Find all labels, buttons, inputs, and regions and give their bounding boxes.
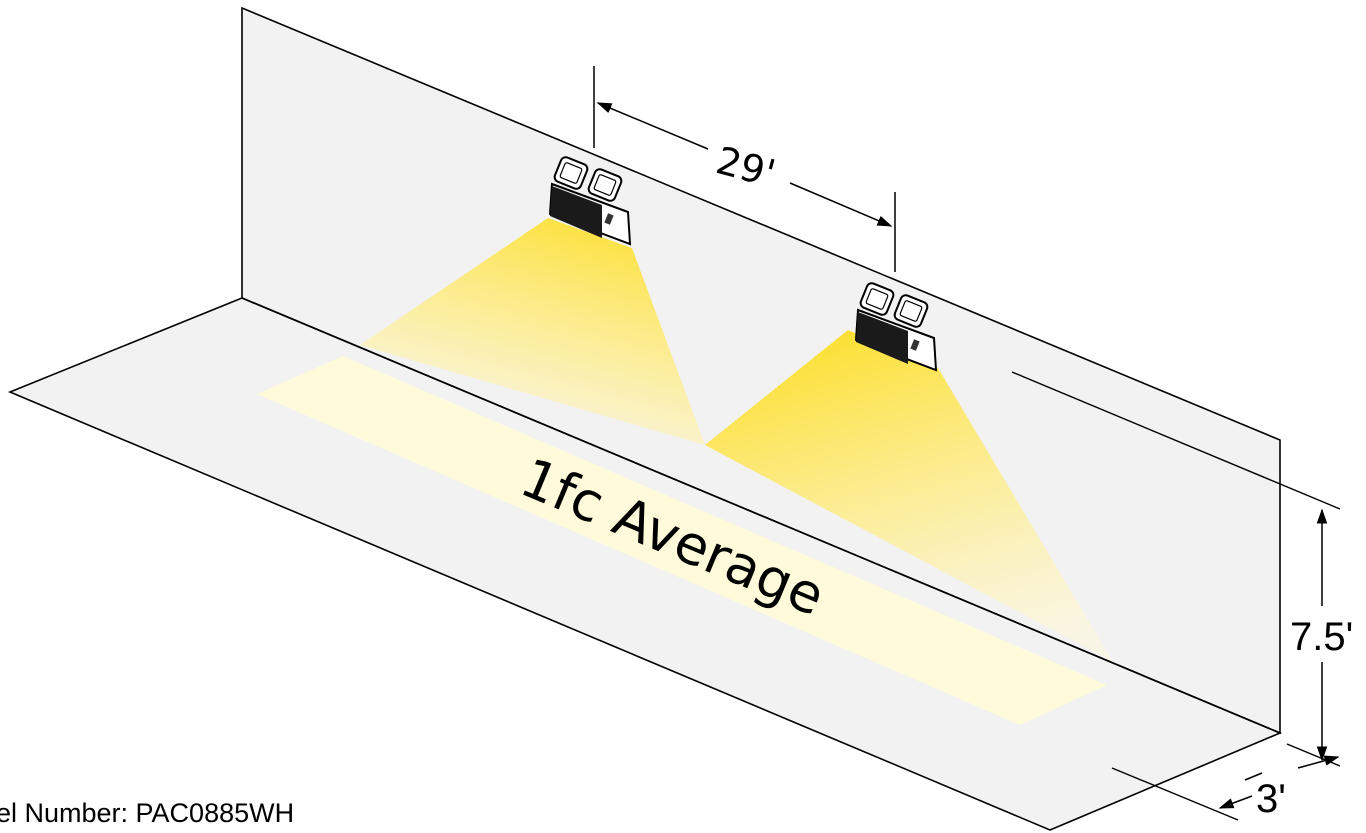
height-dimension-label: 7.5' bbox=[1290, 615, 1353, 659]
model-number-caption: el Number: PAC0885WH bbox=[0, 798, 294, 828]
emergency-light-fixture-left bbox=[548, 156, 632, 246]
fixture-indicator bbox=[604, 213, 614, 225]
fixture-grille bbox=[550, 186, 602, 238]
height-dimension: 7.5' bbox=[1011, 371, 1353, 767]
emergency-light-fixture-right bbox=[854, 282, 938, 372]
lamp-head-icon bbox=[859, 282, 929, 328]
fixture-grille bbox=[856, 312, 908, 364]
floor-illuminated-area bbox=[257, 356, 1107, 725]
fixture-indicator bbox=[910, 339, 920, 351]
lamp-head-icon bbox=[553, 156, 623, 202]
width-dimension-label: 3' bbox=[1256, 777, 1286, 821]
light-beam-left bbox=[360, 218, 705, 445]
width-dimension: 3' bbox=[1111, 755, 1340, 821]
spacing-dimension-label: 29' bbox=[712, 138, 780, 196]
light-beam-right bbox=[705, 330, 1113, 662]
wall-floor-edge-line bbox=[241, 297, 1281, 734]
